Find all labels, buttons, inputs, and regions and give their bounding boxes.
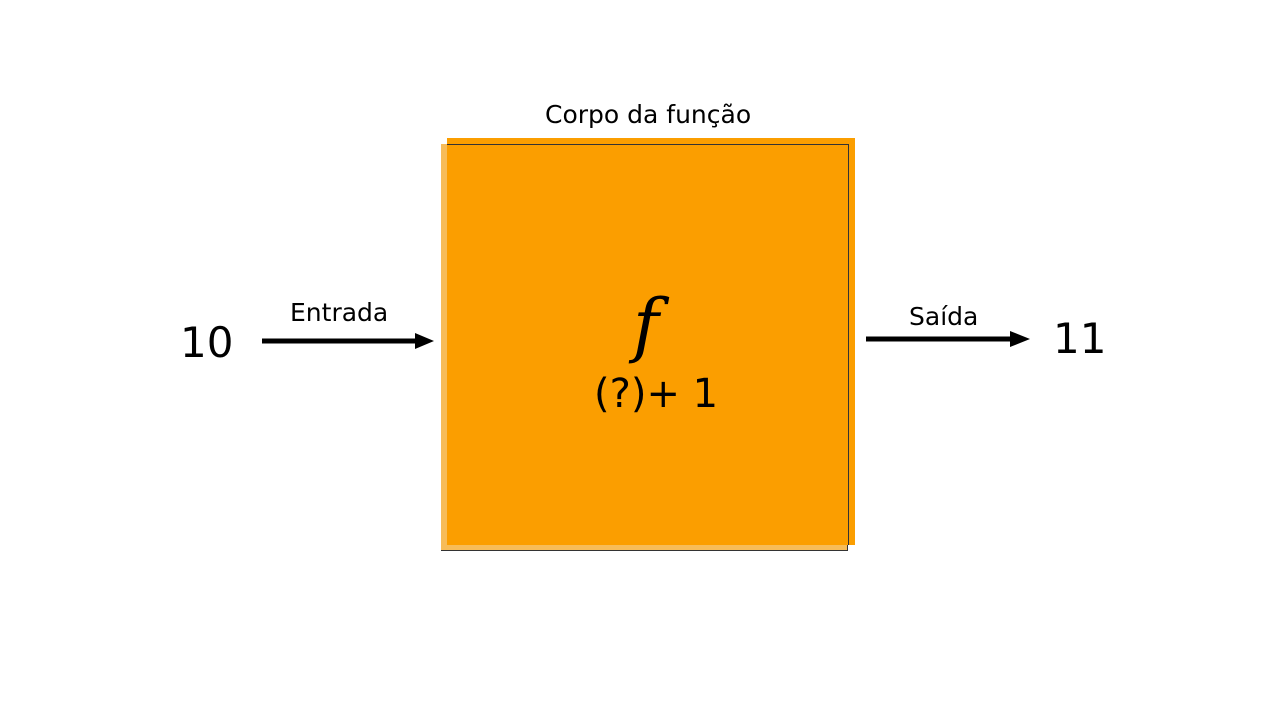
output-arrow (866, 331, 1030, 347)
function-box-border (447, 144, 849, 545)
function-symbol: f (633, 284, 659, 366)
diagram-title: Corpo da função (545, 100, 752, 129)
function-box (447, 138, 855, 545)
output-label: Saída (909, 302, 979, 331)
input-value: 10 (180, 318, 234, 367)
input-label: Entrada (290, 298, 389, 327)
input-arrow (262, 333, 434, 349)
output-value: 11 (1053, 314, 1107, 363)
input-arrow-head (415, 333, 434, 349)
function-expression: (?)+ 1 (594, 371, 719, 417)
output-arrow-head (1010, 331, 1030, 347)
